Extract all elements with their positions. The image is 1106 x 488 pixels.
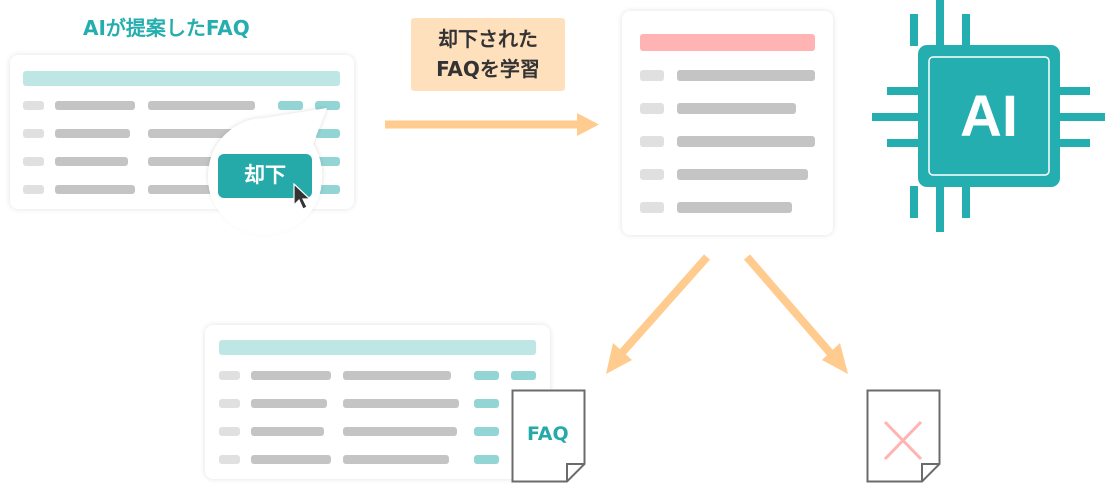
- ai-chip-icon: AI: [872, 0, 1105, 232]
- row-cell: [640, 202, 664, 213]
- row-action: [278, 101, 303, 110]
- faq-document-icon: [511, 389, 586, 483]
- row-cell: [343, 371, 451, 380]
- row-cell: [23, 157, 44, 166]
- row-cell: [251, 455, 331, 464]
- suggested-faq-title: AIが提案したFAQ: [83, 16, 250, 40]
- row-cell: [677, 202, 792, 213]
- row-cell: [343, 455, 449, 464]
- row-cell: [148, 129, 255, 138]
- rejected-header-bar: [640, 34, 815, 51]
- learning-label: 却下された FAQを学習: [411, 18, 565, 91]
- learning-label-line2: FAQを学習: [436, 57, 540, 81]
- row-cell: [640, 70, 664, 81]
- row-cell: [677, 136, 815, 147]
- row-cell: [640, 136, 664, 147]
- row-action: [511, 371, 536, 380]
- row-cell: [677, 169, 808, 180]
- row-cell: [343, 427, 457, 436]
- row-cell: [219, 399, 240, 408]
- table-header-bar: [23, 71, 340, 86]
- row-cell: [251, 399, 327, 408]
- rejected-faq-card: [622, 11, 833, 235]
- arrow-right-icon: [385, 113, 599, 136]
- updated-faq-card: [205, 325, 550, 479]
- learning-label-line1: 却下された: [438, 27, 538, 51]
- row-cell: [55, 129, 130, 138]
- row-action: [315, 129, 340, 138]
- row-cell: [148, 185, 255, 194]
- row-cell: [148, 157, 255, 166]
- row-action: [315, 185, 340, 194]
- row-action: [474, 427, 499, 436]
- row-action: [474, 455, 499, 464]
- row-cell: [55, 157, 128, 166]
- row-cell: [148, 101, 255, 110]
- row-cell: [219, 371, 240, 380]
- row-cell: [343, 399, 459, 408]
- row-cell: [640, 169, 664, 180]
- row-cell: [219, 455, 240, 464]
- table-header-bar: [219, 340, 536, 355]
- arrow-down-left-icon: [606, 254, 710, 374]
- row-cell: [23, 129, 44, 138]
- cursor-icon: [293, 183, 312, 210]
- row-cell: [251, 427, 324, 436]
- ai-chip-label: AI: [960, 84, 1018, 149]
- row-cell: [23, 101, 44, 110]
- row-action: [315, 157, 340, 166]
- row-cell: [55, 101, 135, 110]
- row-action: [474, 399, 499, 408]
- row-cell: [640, 103, 664, 114]
- row-cell: [219, 427, 240, 436]
- row-cell: [677, 103, 796, 114]
- discarded-document-icon: [866, 389, 941, 483]
- row-cell: [23, 185, 44, 194]
- cross-icon: [883, 420, 923, 461]
- row-cell: [251, 371, 331, 380]
- row-cell: [55, 185, 135, 194]
- row-action: [315, 101, 340, 110]
- row-action: [474, 371, 499, 380]
- faq-document-label: FAQ: [527, 423, 569, 445]
- row-cell: [677, 70, 815, 81]
- arrow-down-right-icon: [743, 254, 848, 374]
